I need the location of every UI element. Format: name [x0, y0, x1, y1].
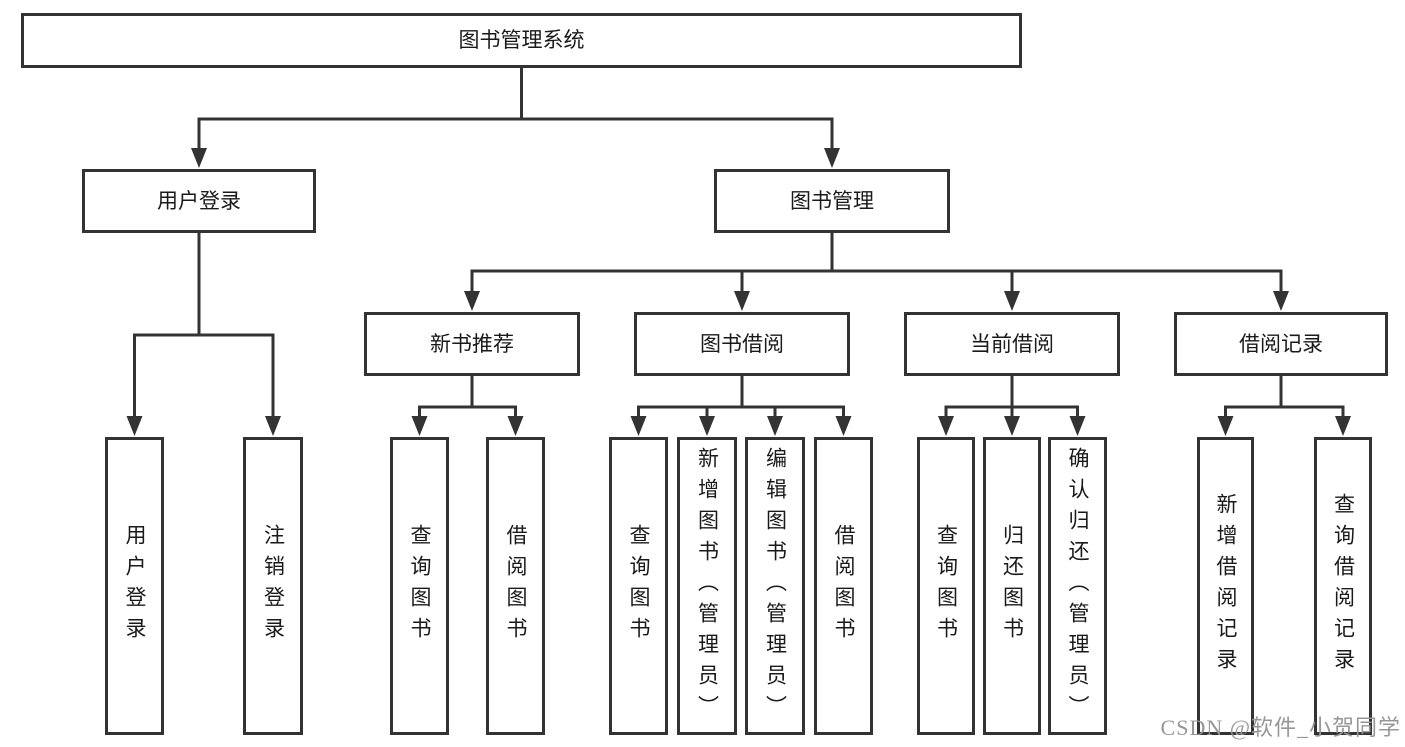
node-cb-query-books: 查询图书 [917, 437, 975, 735]
edge-book-borrow [630, 374, 852, 436]
node-br-add-record: 新增借阅记录 [1197, 437, 1254, 735]
node-label: 借阅记录 [1239, 331, 1323, 356]
node-label: 查询图书 [627, 524, 651, 648]
watermark-text: CSDN @软件_小贺同学 [1160, 715, 1401, 740]
node-label: 借阅图书 [832, 524, 856, 648]
node-label: 用户登录 [123, 524, 147, 648]
edge-new-book-rec [411, 374, 524, 436]
node-label: 查询图书 [934, 524, 959, 648]
node-label: 确认归还（管理员） [1066, 446, 1090, 726]
node-cb-return-books: 归还图书 [983, 437, 1041, 735]
node-rec-query-books: 查询图书 [390, 437, 449, 735]
edge-current-borrow [938, 374, 1086, 436]
node-bb-edit-books: 编辑图书（管理员） [745, 437, 805, 735]
edge-root [191, 66, 840, 168]
node-label: 借阅图书 [504, 524, 528, 648]
node-label: 查询借阅记录 [1331, 493, 1356, 679]
node-label: 归还图书 [1000, 524, 1025, 648]
node-bb-borrow-books: 借阅图书 [814, 437, 873, 735]
node-bb-query-books: 查询图书 [609, 437, 668, 735]
node-rec-borrow-books: 借阅图书 [486, 437, 545, 735]
node-label: 编辑图书（管理员） [763, 446, 788, 726]
node-borrow-records: 借阅记录 [1174, 312, 1388, 376]
edge-user-login [126, 231, 281, 436]
node-bb-add-books: 新增图书（管理员） [677, 437, 737, 735]
node-root: 图书管理系统 [21, 13, 1022, 68]
node-op-logout: 注销登录 [243, 437, 303, 735]
node-label: 注销登录 [261, 524, 286, 648]
node-book-mgmt: 图书管理 [714, 169, 950, 233]
node-current-borrow: 当前借阅 [904, 312, 1120, 376]
node-label: 用户登录 [157, 188, 241, 213]
node-new-book-rec: 新书推荐 [364, 312, 580, 376]
node-br-query-record: 查询借阅记录 [1314, 437, 1372, 735]
node-label: 当前借阅 [970, 331, 1054, 356]
node-label: 图书借阅 [700, 331, 784, 356]
edge-borrow-records [1217, 374, 1351, 436]
edge-book-mgmt [464, 231, 1289, 311]
node-book-borrow: 图书借阅 [634, 312, 850, 376]
node-cb-confirm-return: 确认归还（管理员） [1048, 437, 1107, 735]
node-user-login: 用户登录 [82, 169, 316, 233]
node-op-user-login: 用户登录 [105, 437, 164, 735]
node-label: 查询图书 [408, 524, 432, 648]
node-label: 图书管理 [790, 188, 874, 213]
node-label: 图书管理系统 [458, 28, 585, 52]
node-label: 新书推荐 [430, 331, 514, 356]
node-label: 新增借阅记录 [1214, 493, 1238, 679]
node-label: 新增图书（管理员） [695, 446, 720, 726]
